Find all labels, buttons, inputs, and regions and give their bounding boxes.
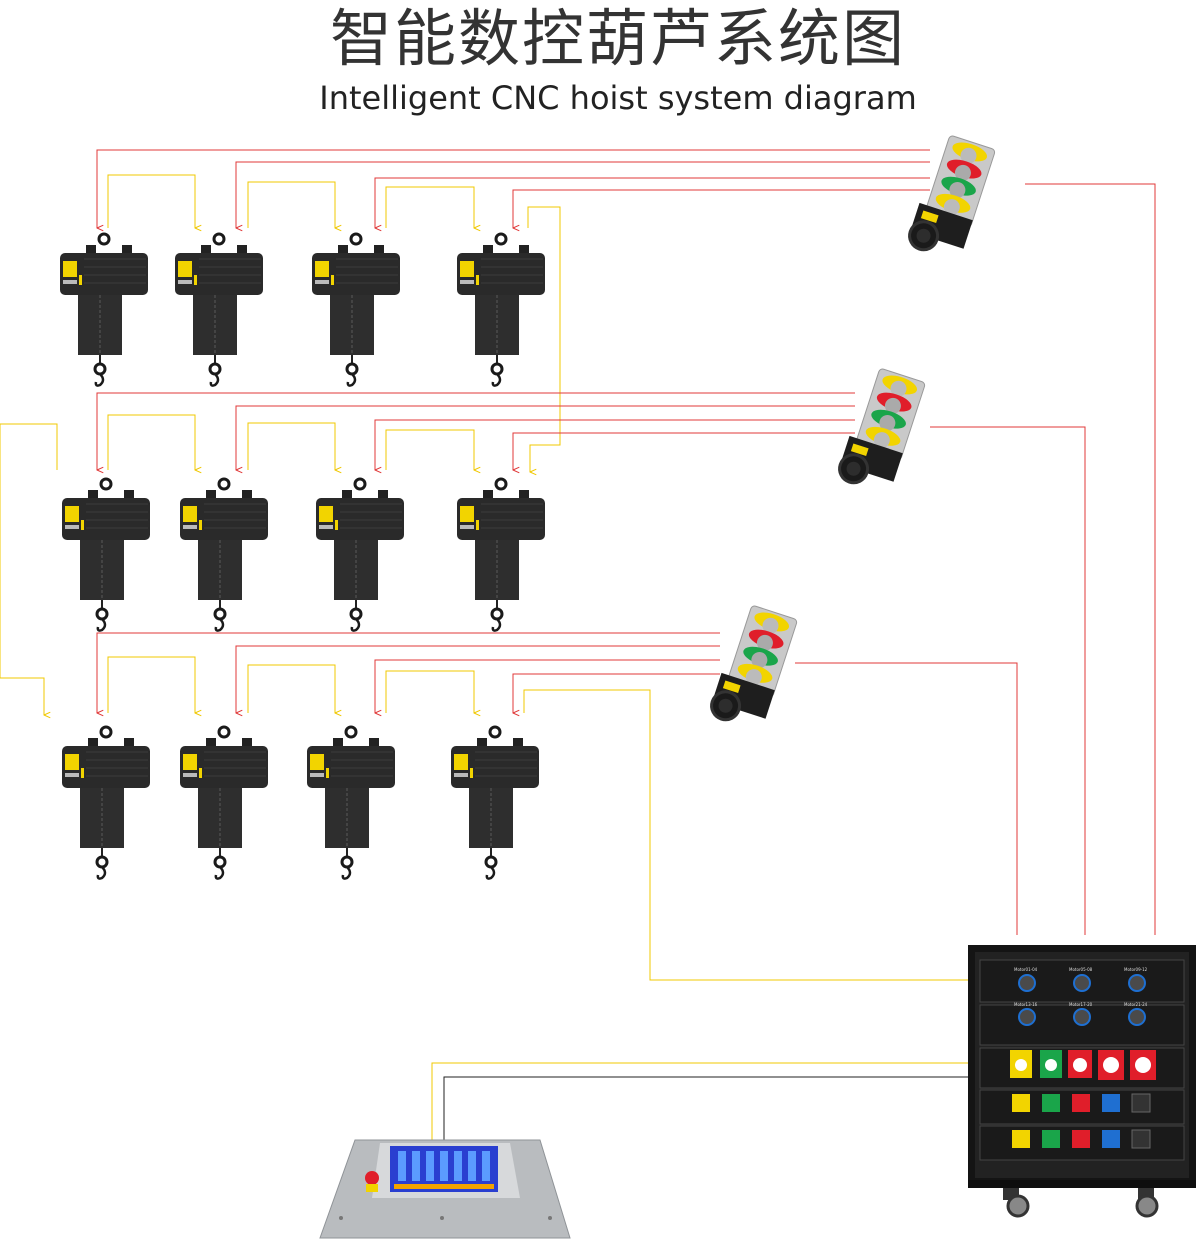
hoist-unit	[449, 725, 541, 881]
hoist-unit	[58, 232, 150, 388]
motor-label: Motor13-16	[1014, 1002, 1038, 1007]
hoist-row-2	[60, 477, 547, 633]
motor-label: Motor17-20	[1069, 1002, 1093, 1007]
hoist-unit	[455, 477, 547, 633]
hoist-unit	[178, 725, 270, 881]
power-sockets	[1010, 1050, 1156, 1080]
panel-terminals	[1012, 1093, 1151, 1149]
hoist-row-1	[58, 232, 547, 388]
control-cabinet: Motor01-04 Motor05-08 Motor09-12 Motor13…	[968, 945, 1196, 1218]
row-1-wiring	[97, 149, 930, 472]
trunk-wiring	[431, 183, 1156, 1142]
motor-connectors	[1018, 974, 1146, 1026]
motor-label: Motor05-08	[1069, 967, 1093, 972]
row-2-wiring	[0, 392, 855, 715]
motor-label: Motor21-24	[1124, 1002, 1148, 1007]
hoist-unit	[60, 477, 152, 633]
hoist-unit	[178, 477, 270, 633]
hoist-unit	[60, 725, 152, 881]
distributor-1	[904, 131, 998, 264]
hoist-unit	[305, 725, 397, 881]
row-3-wiring	[97, 632, 975, 981]
hoist-unit	[173, 232, 265, 388]
title-english: Intelligent CNC hoist system diagram	[319, 79, 917, 117]
motor-label: Motor01-04	[1014, 967, 1038, 972]
control-console	[319, 1139, 571, 1239]
title-chinese: 智能数控葫芦系统图	[329, 2, 906, 75]
distributor-3	[706, 601, 800, 734]
hoist-row-3	[60, 725, 541, 881]
hoist-unit	[455, 232, 547, 388]
hoist-unit	[314, 477, 406, 633]
distributor-2	[834, 364, 928, 497]
hoist-unit	[310, 232, 402, 388]
motor-label: Motor09-12	[1124, 967, 1148, 972]
